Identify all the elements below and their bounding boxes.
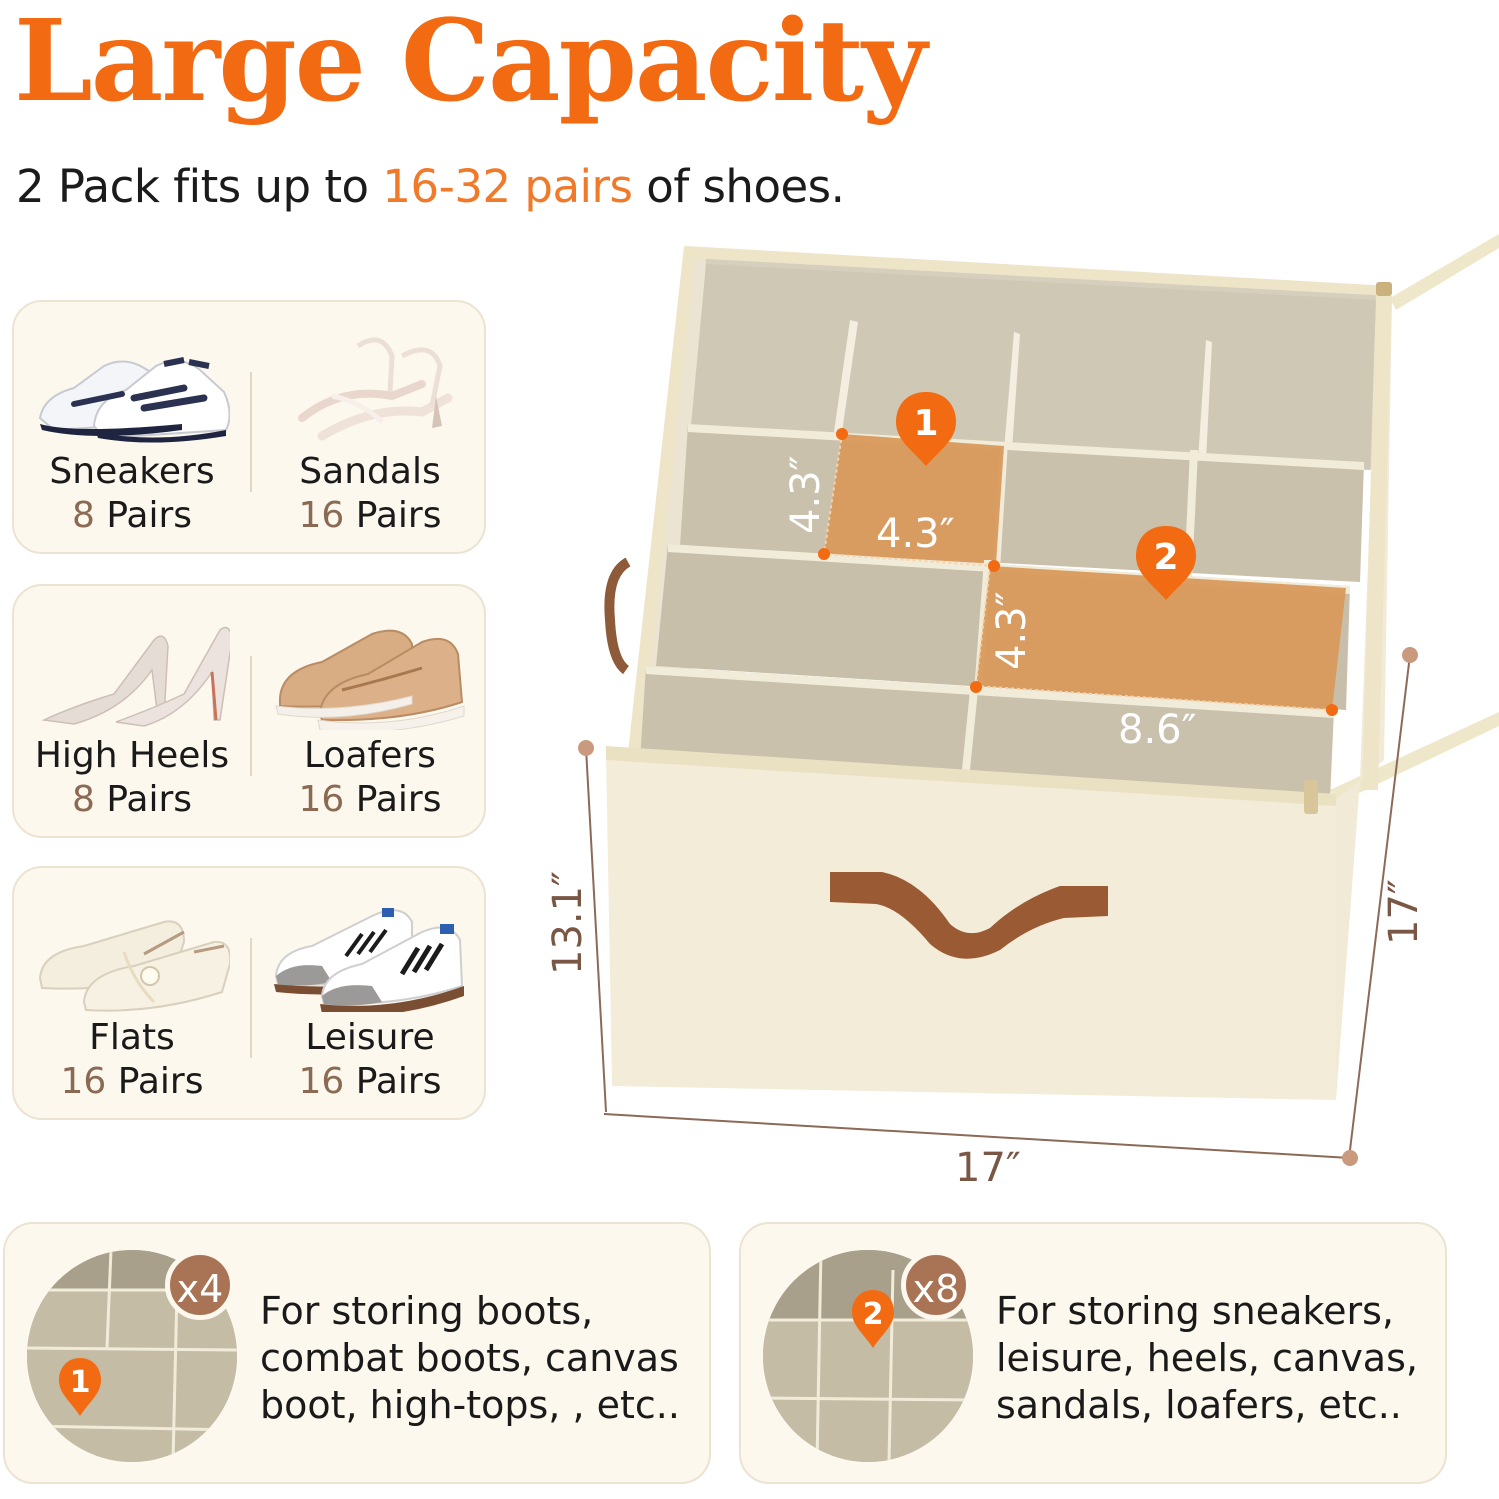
compartment-2-info-card: 2 x8 For storing sneakers, leisure, heel… (739, 1222, 1447, 1484)
subtitle-highlight: 16-32 pairs (382, 160, 633, 213)
flats-image (38, 920, 230, 1012)
shoe-pair-count: 8 Pairs (71, 495, 193, 536)
card-divider (250, 372, 252, 492)
shoe-type-flats: Flats 16 Pairs (14, 868, 250, 1118)
quantity-badge: x8 (901, 1250, 971, 1320)
shoe-card-flats-leisure: Flats 16 Pairs Leisure 16 Pairs (12, 866, 486, 1120)
box-width-label: 17″ (955, 1145, 1021, 1191)
shoe-type-sneakers: Sneakers 8 Pairs (14, 302, 250, 552)
shoe-type-name: Flats (89, 1017, 175, 1058)
shoe-pair-count: 16 Pairs (298, 1061, 442, 1102)
sandals-image (298, 337, 453, 441)
compartment-2-description: For storing sneakers, leisure, heels, ca… (996, 1289, 1418, 1427)
compartment-1-highlight (824, 434, 1004, 564)
shoe-pair-count: 16 Pairs (60, 1061, 204, 1102)
pin-2: 2 (1153, 537, 1179, 578)
svg-text:2: 2 (863, 1297, 884, 1332)
lid-zipper-top (1390, 234, 1499, 310)
subtitle: 2 Pack fits up to 16-32 pairs of shoes. (16, 160, 845, 213)
compartment-2-height-label: 4.3″ (989, 591, 1035, 670)
compartment-1-info-card: 1 x4 For storing boots, combat boots, ca… (3, 1222, 711, 1484)
side-handle (604, 557, 631, 675)
shoe-type-name: Leisure (305, 1017, 435, 1058)
compartment-2-width-label: 8.6″ (1118, 707, 1197, 753)
pin-1: 1 (913, 403, 939, 444)
quantity-badge: x4 (165, 1250, 235, 1320)
shoe-type-sandals: Sandals 16 Pairs (252, 302, 488, 552)
box-front-panel (606, 752, 1336, 1100)
compartment-1-description: For storing boots, combat boots, canvas … (260, 1289, 680, 1427)
leisure-sneakers-image (274, 908, 464, 1012)
shoe-pair-count: 8 Pairs (71, 779, 193, 820)
compartment-1-height-label: 4.3″ (783, 455, 829, 534)
shoe-type-name: High Heels (34, 735, 230, 776)
box-depth-label: 17″ (1381, 879, 1427, 945)
subtitle-post: of shoes. (632, 160, 845, 213)
shoe-type-name: Sneakers (49, 451, 215, 492)
pin-2-icon (1136, 526, 1196, 600)
shoe-type-loafers: Loafers 16 Pairs (252, 586, 488, 836)
shoe-card-sneakers-sandals: Sneakers 8 Pairs Sandals 16 Pairs (12, 300, 486, 554)
svg-text:1: 1 (70, 1365, 91, 1400)
compartment-2-closeup: 2 (763, 1250, 973, 1462)
pin-1-icon (896, 392, 956, 466)
compartment-1-width-label: 4.3″ (876, 511, 955, 557)
shoe-type-name: Sandals (299, 451, 441, 492)
shoe-type-high-heels: High Heels 8 Pairs (14, 586, 250, 836)
shoe-pair-count: 16 Pairs (298, 779, 442, 820)
shoe-type-name: Loafers (304, 735, 436, 776)
loafers-image (275, 629, 465, 730)
card-divider (250, 656, 252, 776)
card-divider (250, 938, 252, 1058)
shoe-pair-count: 16 Pairs (298, 495, 442, 536)
shoe-card-heels-loafers: High Heels 8 Pairs Loafers 16 Pairs (12, 584, 486, 838)
high-heels-image (41, 626, 230, 727)
box-height-label: 13.1″ (545, 870, 591, 975)
subtitle-pre: 2 Pack fits up to (16, 160, 383, 213)
shoe-type-leisure: Leisure 16 Pairs (252, 868, 488, 1118)
compartment-1-closeup: 1 (27, 1250, 237, 1462)
compartment-2-highlight (976, 566, 1346, 710)
front-handle (830, 872, 1108, 959)
sneakers-image (38, 357, 230, 443)
page-title: Large Capacity (14, 0, 927, 127)
